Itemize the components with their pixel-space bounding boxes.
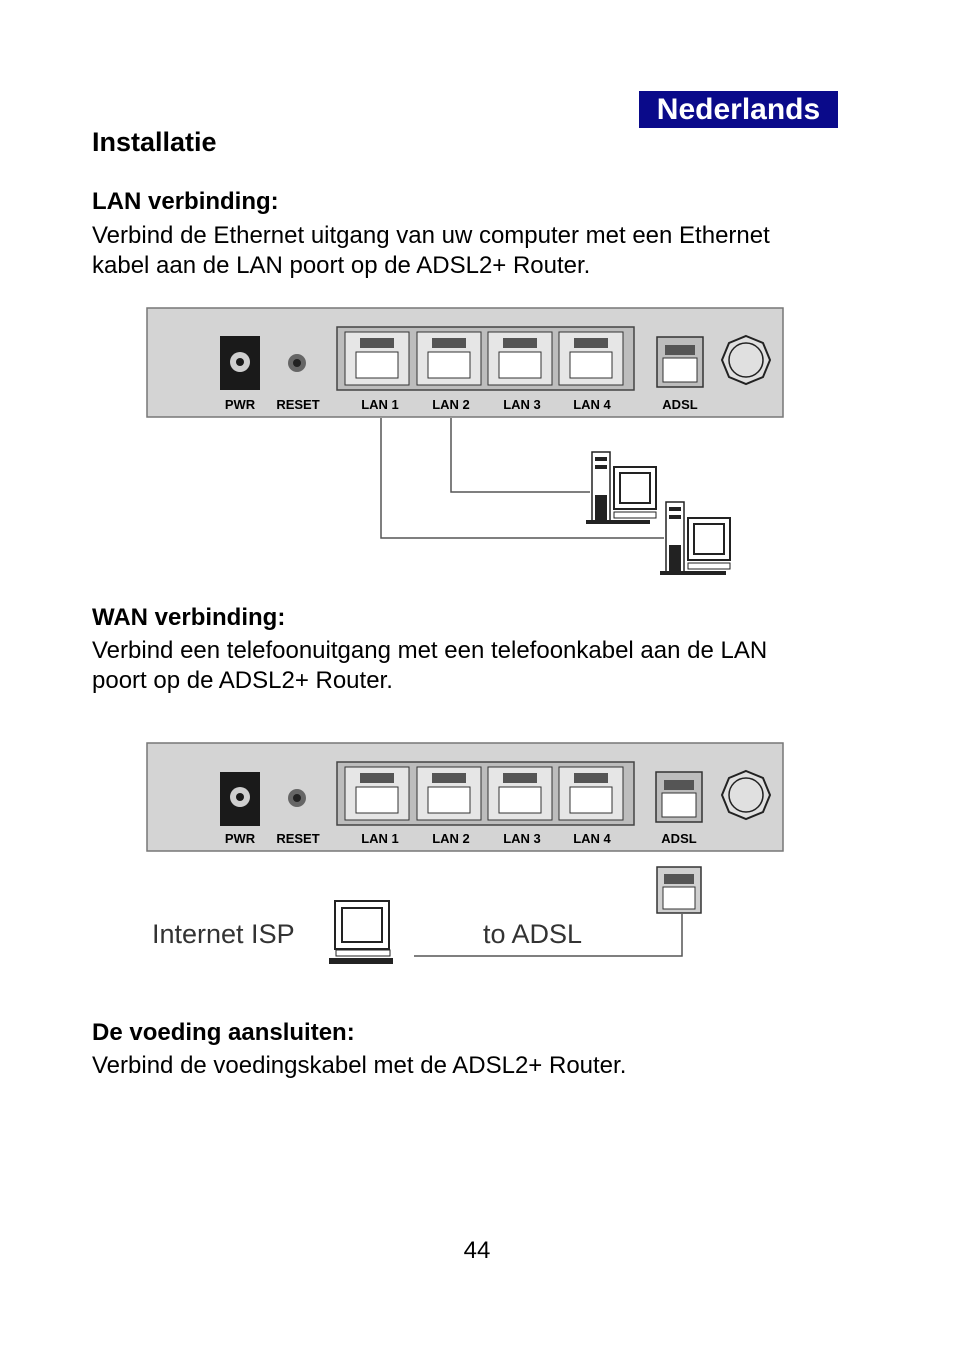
page-number: 44 <box>463 1237 491 1264</box>
pwr-label: PWR <box>225 831 256 846</box>
lan3-label: LAN 3 <box>503 831 541 846</box>
wan-line-1: Verbind een telefoonuitgang met een tele… <box>92 637 768 664</box>
phone-jack-icon <box>656 866 702 914</box>
adsl-label: ADSL <box>662 397 697 412</box>
cable-lan2 <box>450 418 590 493</box>
lan4-label: LAN 4 <box>573 397 611 412</box>
computer-icon <box>586 451 657 524</box>
reset-label: RESET <box>276 831 319 846</box>
lan-port-1 <box>344 331 410 386</box>
adsl-port <box>656 336 704 388</box>
lan-port-3 <box>487 766 553 821</box>
pwr-label: PWR <box>225 397 256 412</box>
language-tag: Nederlands <box>639 91 838 128</box>
power-heading: De voeding aansluiten: <box>92 1019 355 1046</box>
computer-icon <box>660 501 731 575</box>
phone-cable <box>414 914 683 957</box>
router-back-panel-1: PWR RESET LAN 1 LAN 2 LAN 3 LAN 4 ADSL <box>146 307 784 418</box>
lan4-label: LAN 4 <box>573 831 611 846</box>
power-paragraph: Verbind de voedingskabel met de ADSL2+ R… <box>92 1051 852 1081</box>
lan1-label: LAN 1 <box>361 397 399 412</box>
page-title: Installatie <box>92 127 217 157</box>
wan-paragraph: Verbind een telefoonuitgang met een tele… <box>92 636 852 696</box>
lan2-label: LAN 2 <box>432 397 470 412</box>
antenna-connector <box>720 769 772 821</box>
to-adsl-label: to ADSL <box>483 919 582 949</box>
lan1-label: LAN 1 <box>361 831 399 846</box>
reset-label: RESET <box>276 397 319 412</box>
lan-heading: LAN verbinding: <box>92 188 279 215</box>
adsl-label: ADSL <box>661 831 696 846</box>
power-line-1: Verbind de voedingskabel met de ADSL2+ R… <box>92 1052 627 1079</box>
lan3-label: LAN 3 <box>503 397 541 412</box>
lan-line-2: kabel aan de LAN poort op de ADSL2+ Rout… <box>92 252 591 279</box>
lan-port-2 <box>416 766 482 821</box>
lan-port-3 <box>487 331 553 386</box>
cable-lan1 <box>380 418 664 539</box>
wan-line-2: poort op de ADSL2+ Router. <box>92 667 393 694</box>
lan-paragraph: Verbind de Ethernet uitgang van uw compu… <box>92 221 852 281</box>
router-back-panel-2: PWR RESET LAN 1 LAN 2 LAN 3 LAN 4 ADSL <box>146 742 784 852</box>
adsl-port <box>655 771 703 823</box>
lan-line-1: Verbind de Ethernet uitgang van uw compu… <box>92 222 770 249</box>
lan2-label: LAN 2 <box>432 831 470 846</box>
antenna-connector <box>720 334 772 386</box>
internet-isp-label: Internet ISP <box>152 919 295 949</box>
lan-port-2 <box>416 331 482 386</box>
computer-icon <box>329 900 393 964</box>
lan-port-1 <box>344 766 410 821</box>
lan-port-4 <box>558 331 624 386</box>
wan-heading: WAN verbinding: <box>92 604 286 631</box>
lan-port-4 <box>558 766 624 821</box>
